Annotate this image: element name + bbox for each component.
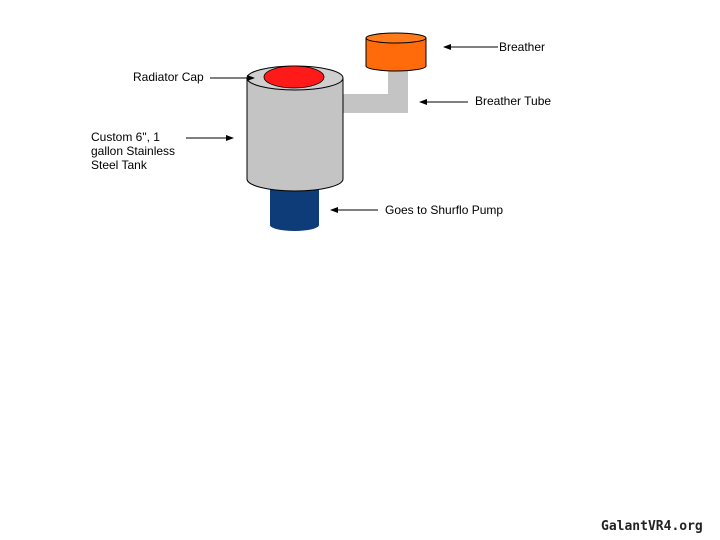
watermark: GalantVR4.org — [601, 519, 703, 534]
tank-label-line-1: Custom 6", 1 — [91, 130, 160, 144]
radiator-cap — [263, 65, 325, 89]
tank-label: Custom 6", 1 gallon Stainless Steel Tank — [91, 130, 191, 172]
tank-label-line-2: gallon Stainless — [91, 144, 176, 158]
breather — [365, 32, 427, 72]
breather-tube-label: Breather Tube — [475, 94, 552, 108]
breather-tube — [340, 70, 408, 113]
tank-label-line-3: Steel Tank — [91, 158, 147, 172]
pump-label: Goes to Shurflo Pump — [385, 203, 504, 217]
breather-label: Breather — [499, 40, 546, 54]
radiator-cap-label: Radiator Cap — [133, 70, 204, 84]
pump-outlet-pipe — [270, 185, 319, 231]
